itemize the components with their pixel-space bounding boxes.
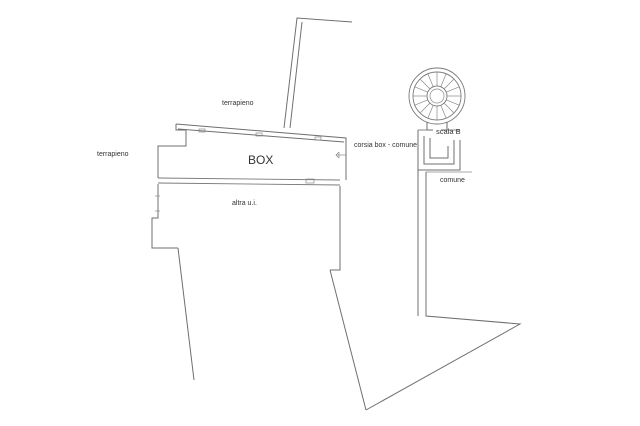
- label-comune: comune: [440, 177, 465, 184]
- stair-tread: [419, 102, 431, 114]
- stair-tread: [427, 73, 434, 87]
- label-terrapieno-top: terrapieno: [222, 100, 254, 107]
- stair-tread: [443, 102, 455, 114]
- box-divider-wall: [157, 177, 341, 186]
- spiral-staircase: [408, 67, 466, 131]
- top-wall-details: [155, 128, 322, 212]
- label-terrapieno-left: terrapieno: [97, 151, 129, 158]
- stair-tread: [446, 86, 460, 93]
- ramp-wall-top: [283, 17, 353, 129]
- stair-tread: [419, 78, 431, 90]
- corridor-outline: [365, 129, 522, 411]
- stair-tread: [446, 99, 460, 106]
- label-box: BOX: [248, 153, 273, 167]
- stair-treads: [413, 72, 461, 120]
- stair-tread: [414, 99, 428, 106]
- stair-tread: [414, 86, 428, 93]
- label-scala: scala B: [436, 127, 461, 136]
- label-altra-ui: altra u.i.: [232, 200, 257, 207]
- stair-tread: [443, 78, 455, 90]
- main-building-outline: [151, 123, 367, 411]
- stair-tread: [440, 73, 447, 87]
- stair-tread: [427, 105, 434, 119]
- stair-tread: [440, 105, 447, 119]
- entrance-arrow-icon: [335, 151, 346, 159]
- label-corsia: corsia box - comune: [354, 142, 417, 149]
